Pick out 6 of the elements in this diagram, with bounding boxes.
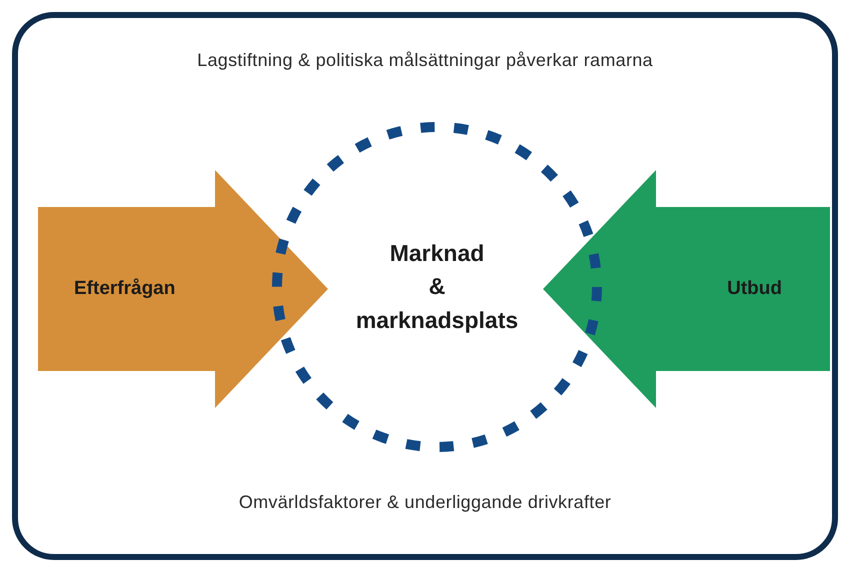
- circle-label: Marknad & marknadsplats: [354, 238, 520, 335]
- arrow-label: Efterfrågan: [74, 278, 176, 300]
- footer-text: Omvärldsfaktorer & underliggande drivkrafter: [238, 492, 612, 513]
- arrow-label: Utbud: [727, 278, 782, 300]
- heading-text: Lagstiftning & politiska målsättningar påverkar ramarna: [196, 50, 654, 71]
- frame-box: [12, 12, 838, 560]
